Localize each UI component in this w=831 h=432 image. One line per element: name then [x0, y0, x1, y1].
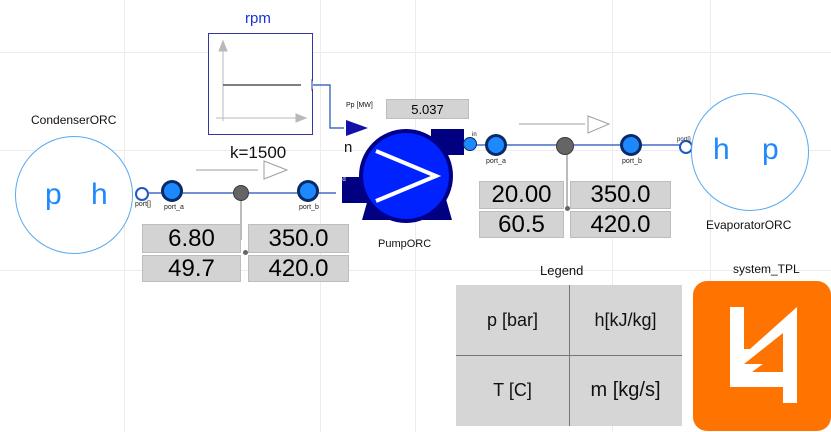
legend-cell-temperature: T [C] [456, 355, 569, 426]
condenser-h-letter: h [91, 178, 108, 211]
condenser-p-letter: p [45, 178, 62, 211]
evaporator-title: EvaporatorORC [706, 218, 792, 232]
sensor-left-massflow: 420.0 [248, 255, 349, 282]
rpm-graph-icon [216, 39, 313, 123]
sensor-left-node[interactable] [233, 185, 249, 201]
evaporator-h-letter: h [713, 133, 730, 166]
sensor-right-node[interactable] [556, 137, 574, 155]
sensor-right-port-b[interactable] [620, 134, 642, 156]
sensor-left-port-b-label: port_b [299, 204, 319, 211]
legend-cell-massflow: m [kg/s] [569, 355, 682, 426]
evaporator-port-label: port[] [677, 137, 691, 143]
system-logo-icon [730, 307, 797, 403]
sensor-left-enthalpy: 350.0 [248, 224, 349, 253]
pump-power-label: Pp [MW] [346, 102, 373, 109]
sensor-right-enthalpy: 350.0 [570, 181, 671, 209]
legend-cell-pressure: p [bar] [456, 285, 569, 355]
sensor-right-massflow: 420.0 [570, 211, 671, 238]
grid-line [0, 52, 831, 53]
sensor-left-port-b[interactable] [297, 180, 319, 202]
sensor-left-port-a[interactable] [161, 180, 183, 202]
condenser-block[interactable] [15, 136, 133, 254]
legend-divider [456, 355, 682, 356]
sensor-right-port-a-label: port_a [486, 158, 506, 165]
pump-outlet-port[interactable] [463, 137, 477, 151]
sensor-right-pressure: 20.00 [479, 181, 564, 209]
grid-line [320, 0, 321, 432]
sensor-right-junction [565, 206, 570, 211]
pump-in-label: in [472, 132, 477, 138]
sensor-left-pressure: 6.80 [142, 224, 241, 253]
legend-cell-enthalpy: h[kJ/kg] [569, 285, 682, 355]
rpm-output-label: n [344, 139, 353, 156]
sensor-left-junction [243, 250, 248, 255]
condenser-port-label: port[] [135, 201, 151, 208]
sensor-right-port-b-label: port_b [622, 158, 642, 165]
evaporator-p-letter: p [762, 133, 779, 166]
system-title: system_TPL [733, 262, 800, 276]
condenser-title: CondenserORC [31, 113, 117, 127]
pump-feed-label: feed [334, 177, 346, 183]
legend-title: Legend [540, 263, 584, 278]
rpm-title: rpm [245, 10, 271, 27]
pump-icon[interactable] [338, 120, 478, 235]
grid-line [0, 270, 831, 271]
condenser-port[interactable] [135, 187, 149, 201]
sensor-right-temperature: 60.5 [479, 211, 564, 238]
sensor-left-temperature: 49.7 [142, 255, 241, 282]
sensor-left-port-a-label: port_a [164, 204, 184, 211]
pump-power-value: 5.037 [386, 99, 469, 119]
evaporator-block[interactable] [691, 93, 809, 211]
pump-title: PumpORC [378, 238, 432, 250]
grid-line [710, 0, 711, 432]
sensor-right-port-a[interactable] [485, 134, 507, 156]
rpm-k-label: k=1500 [230, 143, 287, 162]
rpm-signal-line [313, 84, 344, 129]
